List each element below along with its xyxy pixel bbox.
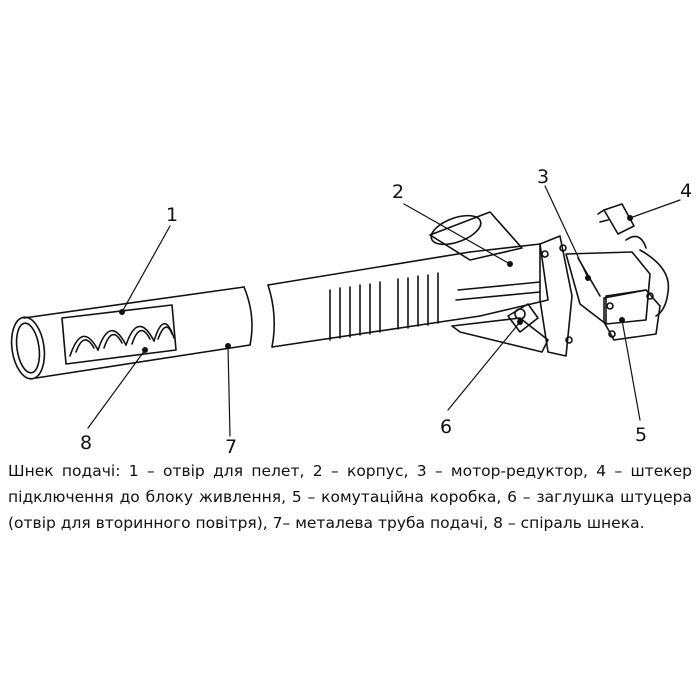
motor-reducer (565, 251, 651, 325)
caption-line-3: (отвір для вторинного повітря), 7– метал… (8, 514, 645, 532)
leader-lines (87, 185, 681, 437)
housing-body (451, 243, 549, 353)
callout-6: 6 (440, 416, 452, 438)
callout-8: 8 (80, 432, 92, 454)
leader-dots (119, 215, 633, 353)
pellet-inlet (429, 211, 523, 261)
pellet-opening (61, 304, 177, 365)
caption-line-2: підключення до блоку живлення, 5 – комут… (8, 488, 692, 506)
air-slots (329, 272, 439, 341)
callout-1: 1 (166, 204, 178, 226)
flange-plate (539, 235, 573, 357)
callout-2: 2 (392, 181, 404, 203)
callout-7: 7 (225, 436, 237, 458)
feed-tube-left (10, 286, 253, 380)
auger-diagram: 1 2 3 4 5 6 7 8 (10, 166, 692, 458)
housing-tube (267, 251, 481, 348)
callout-3: 3 (537, 166, 549, 188)
power-plug (597, 203, 635, 235)
caption-line-1: Шнек подачі: 1 – отвір для пелет, 2 – ко… (8, 462, 692, 480)
power-cable (625, 235, 670, 317)
callout-5: 5 (635, 424, 647, 446)
auger-spiral (69, 322, 175, 357)
junction-box (603, 289, 661, 341)
callout-4: 4 (680, 180, 692, 202)
figure-caption: Шнек подачі: 1 – отвір для пелет, 2 – ко… (8, 458, 698, 536)
